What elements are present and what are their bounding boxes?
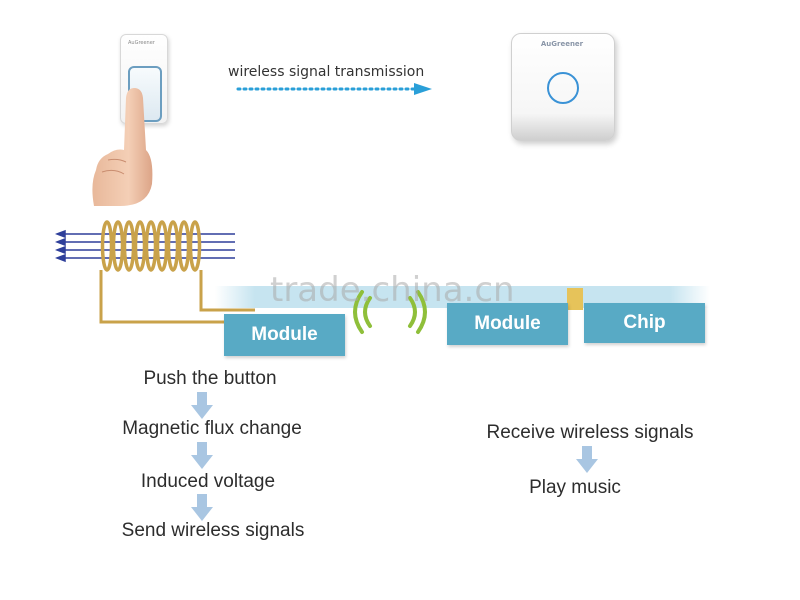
connection-band (215, 286, 710, 308)
step-send-signals: Send wireless signals (121, 520, 305, 541)
signal-arrow-icon (236, 83, 432, 95)
step-play-music: Play music (529, 477, 621, 498)
step-receive-signals: Receive wireless signals (486, 422, 694, 443)
step-induced-voltage: Induced voltage (140, 471, 276, 492)
watermark: trade.china.cn (270, 270, 515, 310)
step-magnetic-flux: Magnetic flux change (122, 418, 302, 439)
chip-block: Chip (584, 303, 705, 343)
coil-icon (55, 220, 255, 324)
receiver-light-ring-icon (547, 72, 579, 104)
transmitter-module: Module (224, 314, 345, 356)
connector-bar (567, 288, 583, 310)
transmitter-brand: AuGreener (128, 40, 155, 46)
down-arrow-icon (191, 442, 213, 469)
down-arrow-icon (191, 392, 213, 419)
receiver-module: Module (447, 303, 568, 345)
down-arrow-icon (576, 446, 598, 473)
wireless-waves-icon (353, 290, 427, 334)
down-arrow-icon (191, 494, 213, 521)
transmission-label: wireless signal transmission (228, 64, 425, 80)
receiver-brand: AuGreener (540, 40, 584, 48)
step-push-button: Push the button (143, 368, 277, 389)
finger-icon (92, 88, 153, 206)
